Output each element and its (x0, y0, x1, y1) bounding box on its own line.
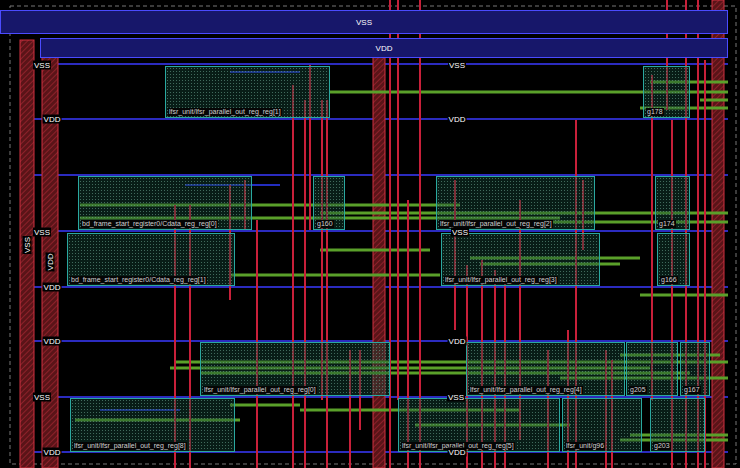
cell-instance-name: g166 (660, 276, 678, 284)
standard-cell: lfsr_unit/lfsr_parallel_out_reg_reg[0] (200, 342, 390, 396)
cell-instance-name: g178 (646, 108, 664, 116)
standard-cell: lfsr_unit/lfsr_parallel_out_reg_reg[3] (441, 233, 600, 286)
rail-label: VSS (448, 61, 466, 70)
rail-name: VDD (376, 44, 393, 53)
rail-label: VDD (448, 337, 467, 346)
standard-cell: g167 (680, 342, 710, 396)
power-rail: VDD (40, 38, 728, 58)
standard-cell: lfsr_unit/lfsr_parallel_out_reg_reg[5] (398, 398, 560, 452)
standard-cell: g178 (643, 66, 690, 118)
rail-label: VDD (43, 283, 62, 292)
standard-cell: lfsr_unit/lfsr_parallel_out_reg_reg[1] (165, 66, 330, 118)
rail-label: VSS (33, 61, 51, 70)
power-rail: VSS (0, 10, 728, 34)
cell-instance-name: lfsr_unit/lfsr_parallel_out_reg_reg[4] (469, 386, 583, 394)
cell-instance-name: lfsr_unit/lfsr_parallel_out_reg_reg[8] (73, 442, 187, 450)
standard-cell: g203 (650, 398, 705, 452)
rail-label: VDD (43, 115, 62, 124)
rail-label: VDD (43, 337, 62, 346)
cell-instance-name: g160 (316, 220, 334, 228)
cell-instance-name: g205 (629, 386, 647, 394)
standard-cell: g166 (657, 233, 690, 286)
rail-name: VSS (356, 18, 372, 27)
cell-instance-name: bd_frame_start_register0/Cdata_reg_reg[0… (81, 220, 218, 228)
cell-instance-name: lfsr_unit/g96 (565, 442, 605, 450)
cell-instance-name: g174 (658, 220, 676, 228)
standard-cell: lfsr_unit/g96 (562, 398, 642, 452)
standard-cell: lfsr_unit/lfsr_parallel_out_reg_reg[2] (436, 176, 595, 230)
standard-cell: lfsr_unit/lfsr_parallel_out_reg_reg[4] (466, 342, 625, 396)
rail-label: VDD (46, 253, 55, 272)
rail-label: VDD (448, 115, 467, 124)
rail-label: VDD (448, 448, 467, 457)
rail-label: VSS (33, 228, 51, 237)
cell-instance-name: bd_frame_start_register0/Cdata_reg_reg[1… (70, 276, 207, 284)
standard-cell: lfsr_unit/lfsr_parallel_out_reg_reg[8] (70, 398, 235, 452)
cell-instance-name: g203 (653, 442, 671, 450)
standard-cell: g160 (313, 176, 345, 230)
rail-label: VSS (451, 228, 469, 237)
rail-label: VDD (43, 448, 62, 457)
cell-instance-name: lfsr_unit/lfsr_parallel_out_reg_reg[0] (203, 386, 317, 394)
cell-instance-name: lfsr_unit/lfsr_parallel_out_reg_reg[3] (444, 276, 558, 284)
standard-cell: bd_frame_start_register0/Cdata_reg_reg[0… (78, 176, 252, 230)
cell-instance-name: g167 (683, 386, 701, 394)
standard-cell: g174 (655, 176, 690, 230)
rail-label: VSS (23, 236, 32, 254)
rail-label: VSS (33, 393, 51, 402)
rail-label: VSS (447, 393, 465, 402)
standard-cell: bd_frame_start_register0/Cdata_reg_reg[1… (67, 233, 235, 286)
standard-cell: g205 (626, 342, 678, 396)
cell-instance-name: lfsr_unit/lfsr_parallel_out_reg_reg[1] (168, 108, 282, 116)
